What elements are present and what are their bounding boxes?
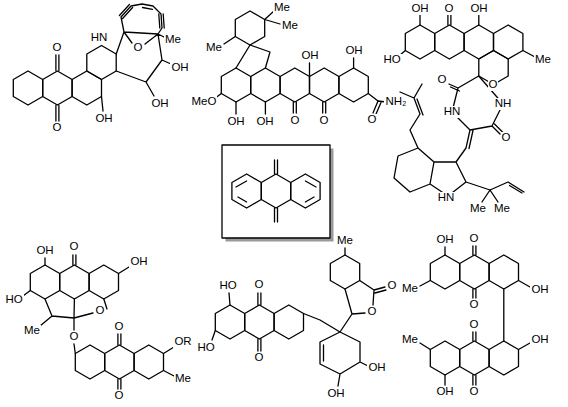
atom-label: O	[290, 115, 301, 127]
atom-label: OH	[530, 284, 549, 296]
atom-label: OR	[173, 336, 192, 348]
atom-label: MeO	[191, 96, 218, 108]
atom-label: HN	[437, 192, 456, 204]
atom-label: OH	[367, 362, 386, 374]
atom-label: HN	[90, 32, 109, 44]
atom-label: O	[133, 42, 144, 54]
atom-label: Me	[534, 54, 552, 66]
atom-label: O	[501, 132, 512, 144]
atom-label: Me	[164, 34, 182, 46]
atom-label: HO	[218, 280, 237, 292]
atom-label: O	[52, 122, 63, 134]
molecule-1	[13, 4, 171, 121]
atom-label: OH	[326, 388, 345, 400]
atom-label: O	[69, 241, 80, 253]
atom-label: Me	[469, 203, 487, 215]
atom-label: OH	[170, 62, 189, 74]
anthraquinone-box	[222, 145, 334, 242]
atom-label: HO	[4, 294, 23, 306]
atom-label: OH	[150, 98, 169, 110]
atom-label: OH	[435, 234, 454, 246]
atom-label: O	[488, 79, 499, 91]
atom-label: O	[367, 306, 378, 318]
molecule-5	[212, 248, 386, 386]
atom-label: Me	[174, 373, 192, 385]
atom-label: NH₂	[384, 96, 407, 108]
atom-label: O	[367, 114, 378, 126]
atom-label: O	[114, 390, 125, 402]
atom-label: O	[114, 321, 125, 333]
atom-label: OH	[344, 45, 363, 57]
atom-label: HO	[196, 342, 215, 354]
atom-label: Me	[273, 2, 291, 14]
atom-label: OH	[226, 116, 245, 128]
atom-label: O	[437, 74, 448, 86]
atom-label: O	[469, 386, 480, 398]
molecule-6	[420, 246, 530, 385]
atom-label: O	[254, 279, 265, 291]
atom-label: OH	[530, 334, 549, 346]
atom-label: HN	[443, 106, 462, 118]
atom-label: O	[469, 299, 480, 311]
atom-label: O	[69, 331, 80, 343]
atom-label: O	[319, 115, 330, 127]
atom-label: OH	[410, 3, 429, 15]
atom-label: OH	[94, 113, 113, 125]
atom-label: O	[387, 280, 398, 292]
molecule-3	[394, 15, 535, 202]
atom-label: Me	[23, 325, 41, 337]
atom-label: O	[254, 352, 265, 364]
atom-label: O	[469, 319, 480, 331]
atom-label: Me	[401, 283, 419, 295]
atom-label: OH	[469, 3, 488, 15]
atom-label: OH	[435, 386, 454, 398]
atom-label: Me	[493, 203, 511, 215]
atom-label: OH	[300, 50, 319, 62]
atom-label: O	[52, 42, 63, 54]
atom-label: O	[469, 233, 480, 245]
atom-label: OH	[129, 256, 148, 268]
atom-label: Me	[205, 42, 223, 54]
atom-label: O	[95, 305, 106, 317]
atom-label: Me	[281, 20, 299, 32]
atom-label: O	[444, 3, 455, 15]
atom-label: OH	[35, 245, 54, 257]
atom-label: OH	[255, 116, 274, 128]
atom-label: Me	[336, 235, 354, 247]
atom-label: Me	[401, 334, 419, 346]
atom-label: NH	[494, 98, 513, 110]
molecule-4	[23, 255, 174, 389]
atom-label: HO	[382, 54, 401, 66]
molecule-2	[214, 11, 386, 114]
